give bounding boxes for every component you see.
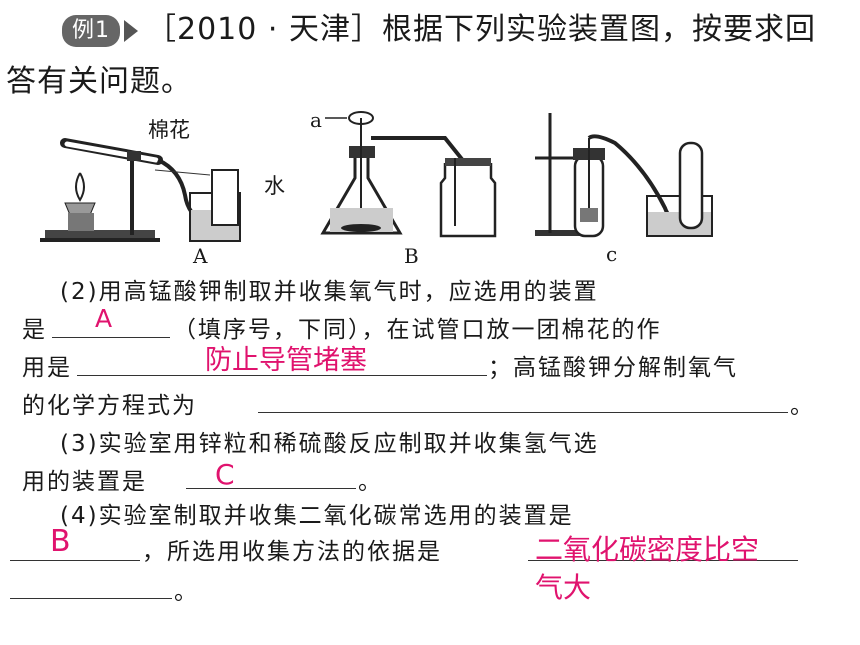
label-c: c [606,242,618,266]
q2-equation-blank [258,412,788,413]
q4-line2: ，所选用收集方法的依据是 [142,539,442,565]
q4-line3-end: 。 [174,579,199,605]
apparatus-b-diagram [320,111,497,238]
q3-line2: 用的装置是 [22,469,147,495]
apparatus-c-diagram [535,113,713,238]
q2-line2-end: （填序号，下同），在试管口放一团棉花的作 [173,317,662,343]
q3-line1: (3)实验室用锌粒和稀硫酸反应制取并收集氢气选 [60,431,599,457]
label-b: B [404,244,419,268]
q3-device-blank [186,488,356,489]
q2-line2-start: 是 [22,317,47,343]
q2-cotton-blank [77,375,487,376]
q4-reason-blank-cont [10,598,172,599]
cotton-label: 棉花 [148,118,190,142]
label-a: A [193,244,208,268]
q2-line3-end: ；高锰酸钾分解制氧气 [488,355,738,381]
q4-reason-answer-line2: 气大 [535,571,592,604]
example-badge: 例1 [62,14,120,47]
water-label: 水 [264,174,285,198]
q2-line4: 的化学方程式为 [22,393,197,419]
q2-line4-end: 。 [790,393,815,419]
q2-line3-start: 用是 [22,355,72,381]
q4-reason-answer-line1: 二氧化碳密度比空 [535,533,760,566]
source-tag: ［2010 · 天津］ [146,12,382,47]
q2-device-answer: A [95,304,113,333]
q4-line1: (4)实验室制取并收集二氧化碳常选用的装置是 [60,503,574,529]
apparatus-a-diagram [40,138,241,242]
q4-device-answer: B [50,524,71,559]
q3-line2-end: 。 [358,469,383,495]
inlet-label: a [310,108,322,132]
arrow-right-icon [124,19,138,42]
q2-cotton-answer: 防止导管堵塞 [205,345,367,376]
q2-line1: (2)用高锰酸钾制取并收集氧气时，应选用的装置 [60,279,599,305]
q2-device-blank [52,337,170,338]
q4-device-blank [10,560,140,561]
question-intro-line1: 根据下列实验装置图，按要求回 [381,12,816,47]
example-header: 例1 ［2010 · 天津］根据下列实验装置图，按要求回 [62,4,816,48]
q4-reason-blank [528,560,798,561]
q3-device-answer: C [215,458,235,491]
question-intro-line2: 答有关问题。 [6,64,192,99]
